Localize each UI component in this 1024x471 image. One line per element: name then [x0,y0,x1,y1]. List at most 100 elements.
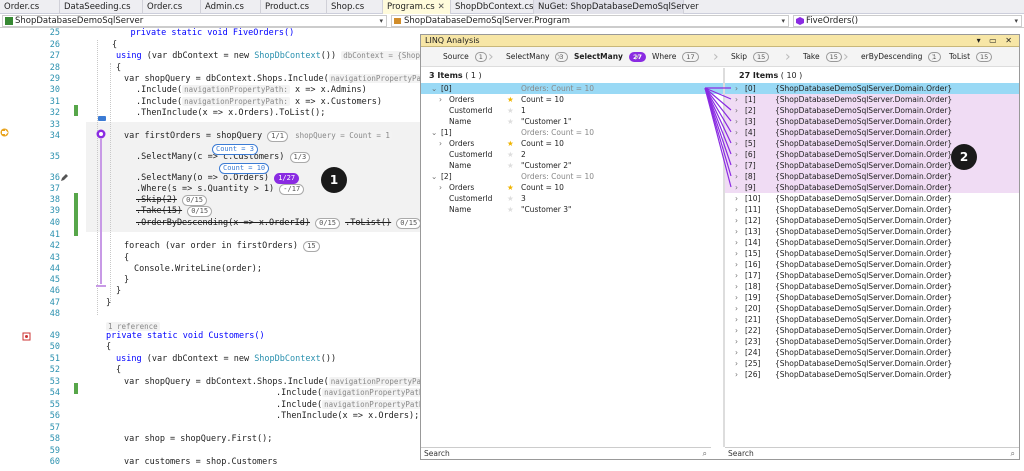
result-item[interactable]: ›[8]{ShopDatabaseDemoSqlServer.Domain.Or… [725,171,1019,182]
star-icon[interactable]: ★ [507,139,514,148]
star-icon[interactable]: ★ [507,150,514,159]
property-row[interactable]: CustomerId★3 [421,193,723,204]
tab-shop-cs[interactable]: Shop.cs [327,0,383,14]
property-row[interactable]: Name★"Customer 2" [421,160,723,171]
tab-program-cs[interactable]: Program.cs✕ [383,0,451,14]
chevron-right-icon[interactable]: › [735,205,738,214]
chevron-right-icon[interactable]: › [735,282,738,291]
left-search[interactable]: Search ⌕ [421,447,711,459]
tab-nuget-shopdatabasedemosqlserver[interactable]: NuGet: ShopDatabaseDemoSqlServer [534,0,699,14]
result-item[interactable]: ›[25]{ShopDatabaseDemoSqlServer.Domain.O… [725,358,1019,369]
count-badge[interactable]: 15 [303,241,320,252]
linq-breakpoint-icon[interactable] [96,129,106,139]
result-item[interactable]: ›[10]{ShopDatabaseDemoSqlServer.Domain.O… [725,193,1019,204]
property-row[interactable]: ›Orders★Count = 10 [421,182,723,193]
star-icon[interactable]: ★ [507,194,514,203]
tab-dataseeding-cs[interactable]: DataSeeding.cs [60,0,143,14]
chevron-right-icon[interactable]: › [439,139,442,148]
result-item[interactable]: ›[16]{ShopDatabaseDemoSqlServer.Domain.O… [725,259,1019,270]
tab-admin-cs[interactable]: Admin.cs [201,0,261,14]
property-row[interactable]: ›Orders★Count = 10 [421,94,723,105]
chevron-right-icon[interactable]: › [735,106,738,115]
chevron-right-icon[interactable]: › [735,293,738,302]
chevron-right-icon[interactable]: › [439,95,442,104]
count-badge[interactable]: 0/15 [315,218,340,229]
count-badge[interactable]: 1/1 [267,131,288,142]
linq-analysis-toggle-icon[interactable] [98,116,106,121]
chevron-right-icon[interactable]: › [735,139,738,148]
result-item[interactable]: ›[11]{ShopDatabaseDemoSqlServer.Domain.O… [725,204,1019,215]
tab-product-cs[interactable]: Product.cs [261,0,327,14]
result-item[interactable]: ⌄[0]Orders: Count = 10 [421,83,723,94]
chevron-right-icon[interactable]: › [735,95,738,104]
result-item[interactable]: ›[12]{ShopDatabaseDemoSqlServer.Domain.O… [725,215,1019,226]
tab-order-cs[interactable]: Order.cs [0,0,60,14]
chevron-down-icon[interactable]: ⌄ [431,84,438,93]
star-icon[interactable]: ★ [507,117,514,126]
chevron-right-icon[interactable]: › [735,359,738,368]
chevron-down-icon[interactable]: ⌄ [431,172,438,181]
star-icon[interactable]: ★ [507,106,514,115]
chevron-right-icon[interactable]: › [735,326,738,335]
result-item[interactable]: ›[15]{ShopDatabaseDemoSqlServer.Domain.O… [725,248,1019,259]
close-icon[interactable]: ✕ [437,2,445,12]
count-badge[interactable]: -/17 [279,184,305,195]
chevron-down-icon[interactable]: ⌄ [431,128,438,137]
result-item[interactable]: ›[0]{ShopDatabaseDemoSqlServer.Domain.Or… [725,83,1019,94]
chevron-right-icon[interactable]: › [439,183,442,192]
chevron-right-icon[interactable]: › [735,150,738,159]
project-dropdown[interactable]: ShopDatabaseDemoSqlServer ▾ [2,15,387,27]
result-item[interactable]: ›[24]{ShopDatabaseDemoSqlServer.Domain.O… [725,347,1019,358]
class-dropdown[interactable]: ShopDatabaseDemoSqlServer.Program ▾ [391,15,789,27]
chevron-right-icon[interactable]: › [735,271,738,280]
chevron-right-icon[interactable]: › [735,161,738,170]
result-item[interactable]: ›[13]{ShopDatabaseDemoSqlServer.Domain.O… [725,226,1019,237]
chevron-right-icon[interactable]: › [735,315,738,324]
result-item[interactable]: ⌄[1]Orders: Count = 10 [421,127,723,138]
result-item[interactable]: ›[1]{ShopDatabaseDemoSqlServer.Domain.Or… [725,94,1019,105]
result-item[interactable]: ›[14]{ShopDatabaseDemoSqlServer.Domain.O… [725,237,1019,248]
count-badge[interactable]: 0/15 [396,218,422,229]
chevron-right-icon[interactable]: › [735,238,738,247]
result-item[interactable]: ›[23]{ShopDatabaseDemoSqlServer.Domain.O… [725,336,1019,347]
chevron-right-icon[interactable]: › [735,370,738,379]
star-icon[interactable]: ★ [507,161,514,170]
result-item[interactable]: ›[20]{ShopDatabaseDemoSqlServer.Domain.O… [725,303,1019,314]
chevron-right-icon[interactable]: › [735,84,738,93]
chevron-right-icon[interactable]: › [735,128,738,137]
right-search[interactable]: Search ⌕ [725,447,1019,459]
count-badge[interactable]: 0/15 [187,206,213,217]
chevron-right-icon[interactable]: › [735,337,738,346]
chevron-right-icon[interactable]: › [735,304,738,313]
chevron-right-icon[interactable]: › [735,183,738,192]
star-icon[interactable]: ★ [507,183,514,192]
chevron-right-icon[interactable]: › [735,227,738,236]
result-item[interactable]: ›[3]{ShopDatabaseDemoSqlServer.Domain.Or… [725,116,1019,127]
chevron-right-icon[interactable]: › [735,249,738,258]
property-row[interactable]: Name★"Customer 3" [421,204,723,215]
result-item[interactable]: ›[17]{ShopDatabaseDemoSqlServer.Domain.O… [725,270,1019,281]
star-icon[interactable]: ★ [507,95,514,104]
count-badge[interactable]: 0/15 [182,195,207,206]
result-item[interactable]: ›[6]{ShopDatabaseDemoSqlServer.Domain.Or… [725,149,1019,160]
result-item[interactable]: ›[2]{ShopDatabaseDemoSqlServer.Domain.Or… [725,105,1019,116]
chevron-right-icon[interactable]: › [735,260,738,269]
window-titlebar[interactable]: LINQ Analysis ▾ ▭ ✕ [421,35,1019,47]
chevron-right-icon[interactable]: › [735,194,738,203]
result-item[interactable]: ›[5]{ShopDatabaseDemoSqlServer.Domain.Or… [725,138,1019,149]
property-row[interactable]: ›Orders★Count = 10 [421,138,723,149]
star-icon[interactable]: ★ [507,205,514,214]
window-buttons[interactable]: ▾ ▭ ✕ [976,36,1015,45]
count-badge[interactable]: 1/27 [274,173,300,184]
result-item[interactable]: ›[22]{ShopDatabaseDemoSqlServer.Domain.O… [725,325,1019,336]
chevron-right-icon[interactable]: › [735,172,738,181]
count-badge[interactable]: 1/3 [289,152,311,163]
tab-order-cs[interactable]: Order.cs [143,0,201,14]
member-dropdown[interactable]: FiveOrders() ▾ [793,15,1022,27]
